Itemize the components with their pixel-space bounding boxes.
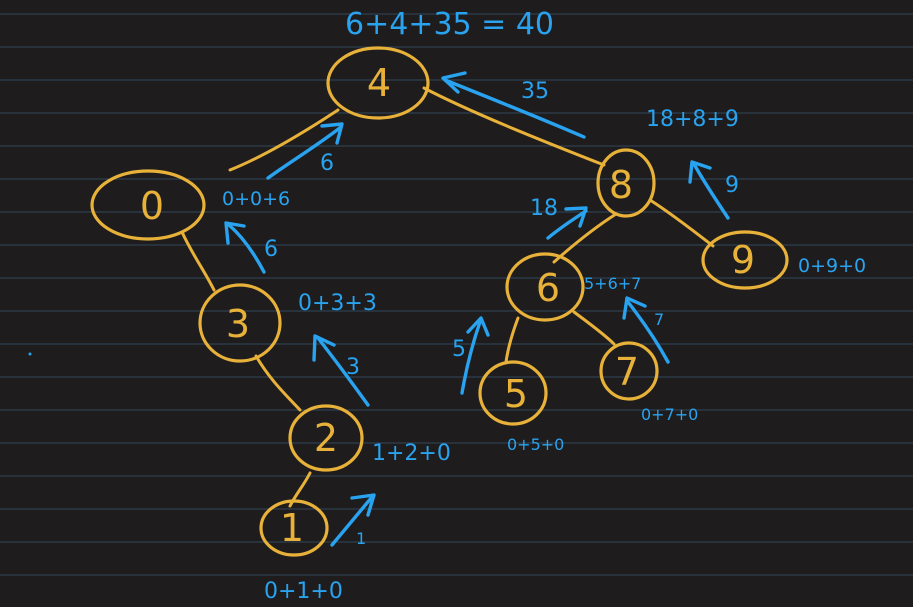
node-9-sum: 0+9+0	[798, 255, 866, 277]
annotation-arrows	[224, 71, 730, 547]
arrow-1-label: 1	[356, 529, 366, 548]
node-8-value: 8	[609, 163, 633, 207]
arrow-7-icon	[622, 296, 670, 364]
arrow-6b-icon	[266, 122, 344, 180]
arrow-1-icon	[330, 493, 376, 547]
arrow-6-label: 6	[264, 237, 278, 262]
edge-4-8	[422, 86, 606, 167]
node-3: 3	[198, 283, 282, 363]
ruled-lines	[0, 13, 913, 576]
node-7-sum: 0+7+0	[641, 405, 698, 424]
node-2-value: 2	[314, 416, 338, 460]
node-0-sum: 0+0+6	[222, 188, 290, 210]
edge-8-6	[552, 212, 618, 264]
arrow-5-label: 5	[452, 337, 466, 362]
node-3-sum: 0+3+3	[298, 291, 377, 316]
edge-3-2	[254, 354, 302, 412]
node-2: 2	[288, 404, 364, 472]
edge-4-0	[228, 108, 340, 172]
node-9-value: 9	[731, 238, 755, 282]
edge-0-3	[180, 230, 216, 292]
arrow-18-icon	[546, 206, 588, 240]
node-1: 1	[259, 499, 329, 557]
node-5-sum: 0+5+0	[507, 435, 564, 454]
edge-6-7	[572, 310, 616, 346]
node-9: 9	[701, 230, 789, 290]
arrow-18-label: 18	[530, 196, 558, 221]
edge-6-5	[504, 316, 520, 364]
arrow-35-label: 35	[521, 79, 549, 104]
node-8: 8	[596, 148, 656, 218]
node-2-sum: 1+2+0	[372, 441, 451, 466]
node-6-value: 6	[536, 266, 560, 310]
node-0-value: 0	[140, 184, 164, 228]
arrow-6b-label: 6	[320, 151, 334, 176]
stray-dot	[28, 352, 32, 356]
arrow-6-icon	[224, 221, 266, 274]
node-3-value: 3	[226, 302, 250, 346]
arrow-9-icon	[688, 160, 730, 220]
node-8-sum: 18+8+9	[646, 107, 739, 132]
node-5: 5	[478, 360, 548, 426]
arrow-7-label: 7	[654, 310, 664, 329]
node-1-value: 1	[280, 506, 304, 550]
tree-edges	[180, 86, 715, 508]
arrow-9-label: 9	[725, 173, 739, 198]
title-equation: 6+4+35 = 40	[345, 7, 554, 42]
arrow-35-icon	[441, 71, 586, 139]
node-4-value: 4	[367, 61, 391, 105]
node-5-value: 5	[504, 372, 528, 416]
node-1-sum: 0+1+0	[264, 579, 343, 604]
node-7-value: 7	[615, 350, 639, 394]
edge-2-1	[288, 471, 312, 508]
node-0: 0	[90, 169, 206, 241]
arrow-3-icon	[312, 334, 370, 407]
arrow-3-label: 3	[346, 355, 360, 380]
arrow-5-icon	[460, 316, 490, 395]
node-7: 7	[599, 341, 659, 401]
node-6-sum: 5+6+7	[584, 274, 641, 293]
node-4: 4	[326, 46, 430, 120]
edge-8-9	[648, 198, 715, 248]
node-6: 6	[505, 252, 585, 322]
